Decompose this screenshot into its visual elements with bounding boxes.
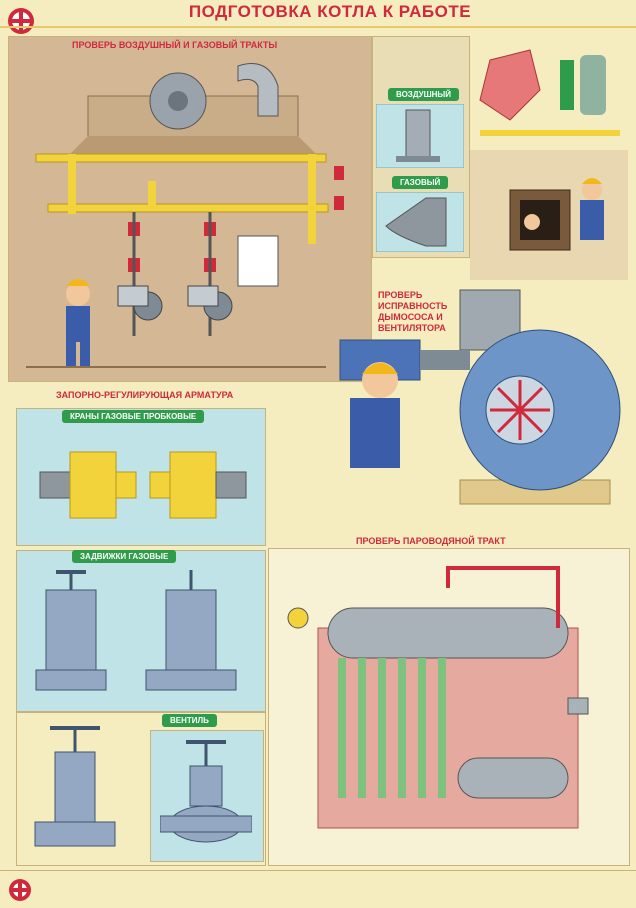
steam-title: ПРОВЕРЬ ПАРОВОДЯНОЙ ТРАКТ (356, 536, 506, 546)
gas-gates-badge: ЗАДВИЖКИ ГАЗОВЫЕ (72, 550, 177, 563)
valve-badge: ВЕНТИЛЬ (162, 714, 217, 727)
gas-flue-badge: ГАЗОВЫЙ (392, 176, 449, 189)
fan-illustration (339, 289, 621, 505)
flame-cone-illustration (470, 40, 628, 146)
gas-flue-illustration (376, 192, 464, 252)
air-flue-illustration (376, 104, 464, 168)
gate-valve-illustration (34, 726, 116, 847)
air-flue-badge: ВОЗДУШНЫЙ (388, 88, 459, 101)
footer-logo-icon (9, 879, 31, 901)
title-divider (0, 26, 636, 28)
boiler-illustration (287, 566, 589, 829)
furnace-inspection-illustration (470, 150, 628, 280)
page-title: ПОДГОТОВКА КОТЛА К РАБОТЕ (188, 2, 472, 21)
valves-title: ЗАПОРНО-РЕГУЛИРУЮЩАЯ АРМАТУРА (56, 390, 234, 400)
globe-valve-illustration (160, 740, 252, 843)
footer-rule (0, 870, 636, 871)
gas-piping-illustration (26, 63, 344, 368)
fan-title: ПРОВЕРЬ ИСПРАВНОСТЬ ДЫМОСОСА И ВЕНТИЛЯТО… (378, 290, 448, 333)
publisher-logo-icon (8, 8, 34, 34)
gas-gates-illustration (35, 570, 237, 691)
gas-cocks-badge: КРАНЫ ГАЗОВЫЕ ПРОБКОВЫЕ (62, 410, 205, 423)
gas-cocks-illustration (39, 451, 247, 519)
air-gas-title: ПРОВЕРЬ ВОЗДУШНЫЙ И ГАЗОВЫЙ ТРАКТЫ (72, 40, 278, 50)
